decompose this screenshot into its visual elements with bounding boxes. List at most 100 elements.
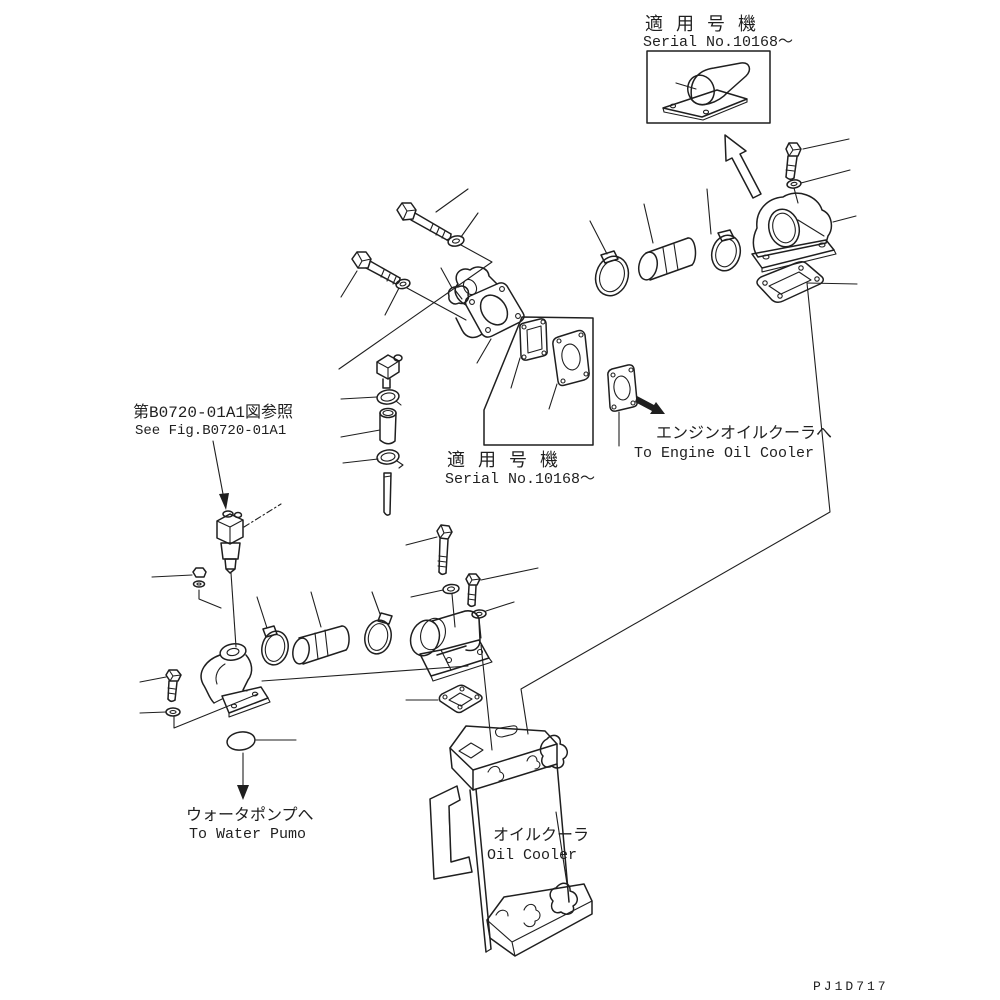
label-see-fig: 第B0720-01A1図参照 See Fig.B0720-01A1 [133,403,293,439]
leader-line [806,282,858,285]
leader-line [139,711,167,714]
washer [447,235,465,247]
hex-bolt-long [396,202,452,241]
gasket-plate [519,318,548,361]
drawing-code: PJ1D717 [813,979,889,994]
elbow-fitting [376,354,403,389]
oil-cooler-core [469,763,570,953]
hex-bolt-long [436,524,453,576]
fitting-stack [340,354,404,516]
leader-line [212,440,224,495]
leader-line [480,567,539,581]
leader-line [802,138,850,150]
see-fig-jp: 第B0720-01A1図参照 [133,403,293,422]
leader-line [256,596,268,629]
mounting-line [230,572,237,648]
serial-mid-en: Serial No.10168～ [445,471,595,488]
leader-line [340,396,378,400]
arrow-to-water-pump [237,785,249,800]
leader-line [342,458,379,464]
ring-clamp [376,449,404,469]
label-serial-top: 適用号機 Serial No.10168～ [643,14,793,51]
leader-line [589,220,608,255]
serial-top-jp: 適用号機 [645,14,769,36]
arrow-to-sensor [219,493,229,510]
leader-line [548,383,558,410]
water-pump-en: To Water Pumo [189,826,306,843]
gasket [756,260,824,304]
label-oil-cooler: オイルクーラ Oil Cooler [487,826,589,864]
leader-line [435,188,469,213]
arrow-to-engine-oil-cooler [635,396,665,414]
hex-bolt [465,573,481,608]
plug-fitting [447,285,470,305]
hose [292,625,350,665]
see-fig-en: See Fig.B0720-01A1 [135,423,286,439]
serial-range-box [646,50,771,124]
inlet-connector [409,610,493,682]
serial-mid-jp: 適用号機 [447,450,571,472]
hose-sleeve [379,407,397,445]
up-arrow-outline [724,134,762,199]
ring-clamp [376,389,402,406]
leader-line [405,536,438,546]
oil-cooler-en: Oil Cooler [487,847,577,864]
mounting-line [480,644,493,751]
water-pump-cluster [139,591,469,800]
gasket-serial-box [483,316,594,446]
drain-tube [383,472,392,516]
leader-line [485,601,515,612]
leader-line [151,574,193,578]
hose-clamp [710,229,742,272]
leader-line [310,591,322,628]
leader-line [384,287,400,316]
leader-line [800,169,851,184]
label-engine-oil-cooler: エンジンオイルクーラへ To Engine Oil Cooler [634,424,832,462]
mounting-line [451,593,456,628]
leader-line [555,811,568,885]
label-water-pump: ウォータポンプへ To Water Pumo [186,806,314,843]
washer [442,583,460,595]
flanged-elbow [454,266,525,339]
water-pump-elbow-pipe [200,643,271,718]
leader-line [476,338,492,364]
label-serial-mid: 適用号機 Serial No.10168～ [445,450,595,488]
hose-clamp [261,625,289,666]
leader-line [340,270,358,298]
leader-line [643,203,654,244]
cooler-connector-cluster [405,524,539,751]
oil-cooler-top-manifold [449,725,568,791]
washer [395,278,411,290]
leader-line [793,187,799,204]
leader-line [198,589,222,609]
leader-line [410,589,444,598]
oil-cooler-side-bracket [429,785,473,880]
leader-line [510,357,521,389]
oil-cooler-jp: オイルクーラ [493,826,589,845]
leader-line [406,287,467,321]
elbow-housing [751,192,837,273]
hex-bolt-long [351,251,401,285]
center-cluster [338,188,525,370]
leader-line [832,215,857,223]
gasket-engine-side [607,364,638,412]
sensor-assembly [151,440,282,648]
leader-line [371,591,381,615]
hose [637,237,697,281]
oil-cooler-assembly [429,725,593,957]
washer [165,707,181,717]
leader-line [340,429,381,438]
leader-line [261,665,469,682]
engine-oil-cooler-en: To Engine Oil Cooler [634,445,814,462]
leader-line [440,267,453,289]
leader-line [139,676,167,683]
hex-bolt [165,669,182,703]
gasket [438,684,483,714]
small-bolt [192,567,207,588]
centerline [243,503,282,528]
leader-line [706,188,712,235]
water-pump-jp: ウォータポンプへ [186,806,314,825]
long-leader-line [520,282,831,735]
